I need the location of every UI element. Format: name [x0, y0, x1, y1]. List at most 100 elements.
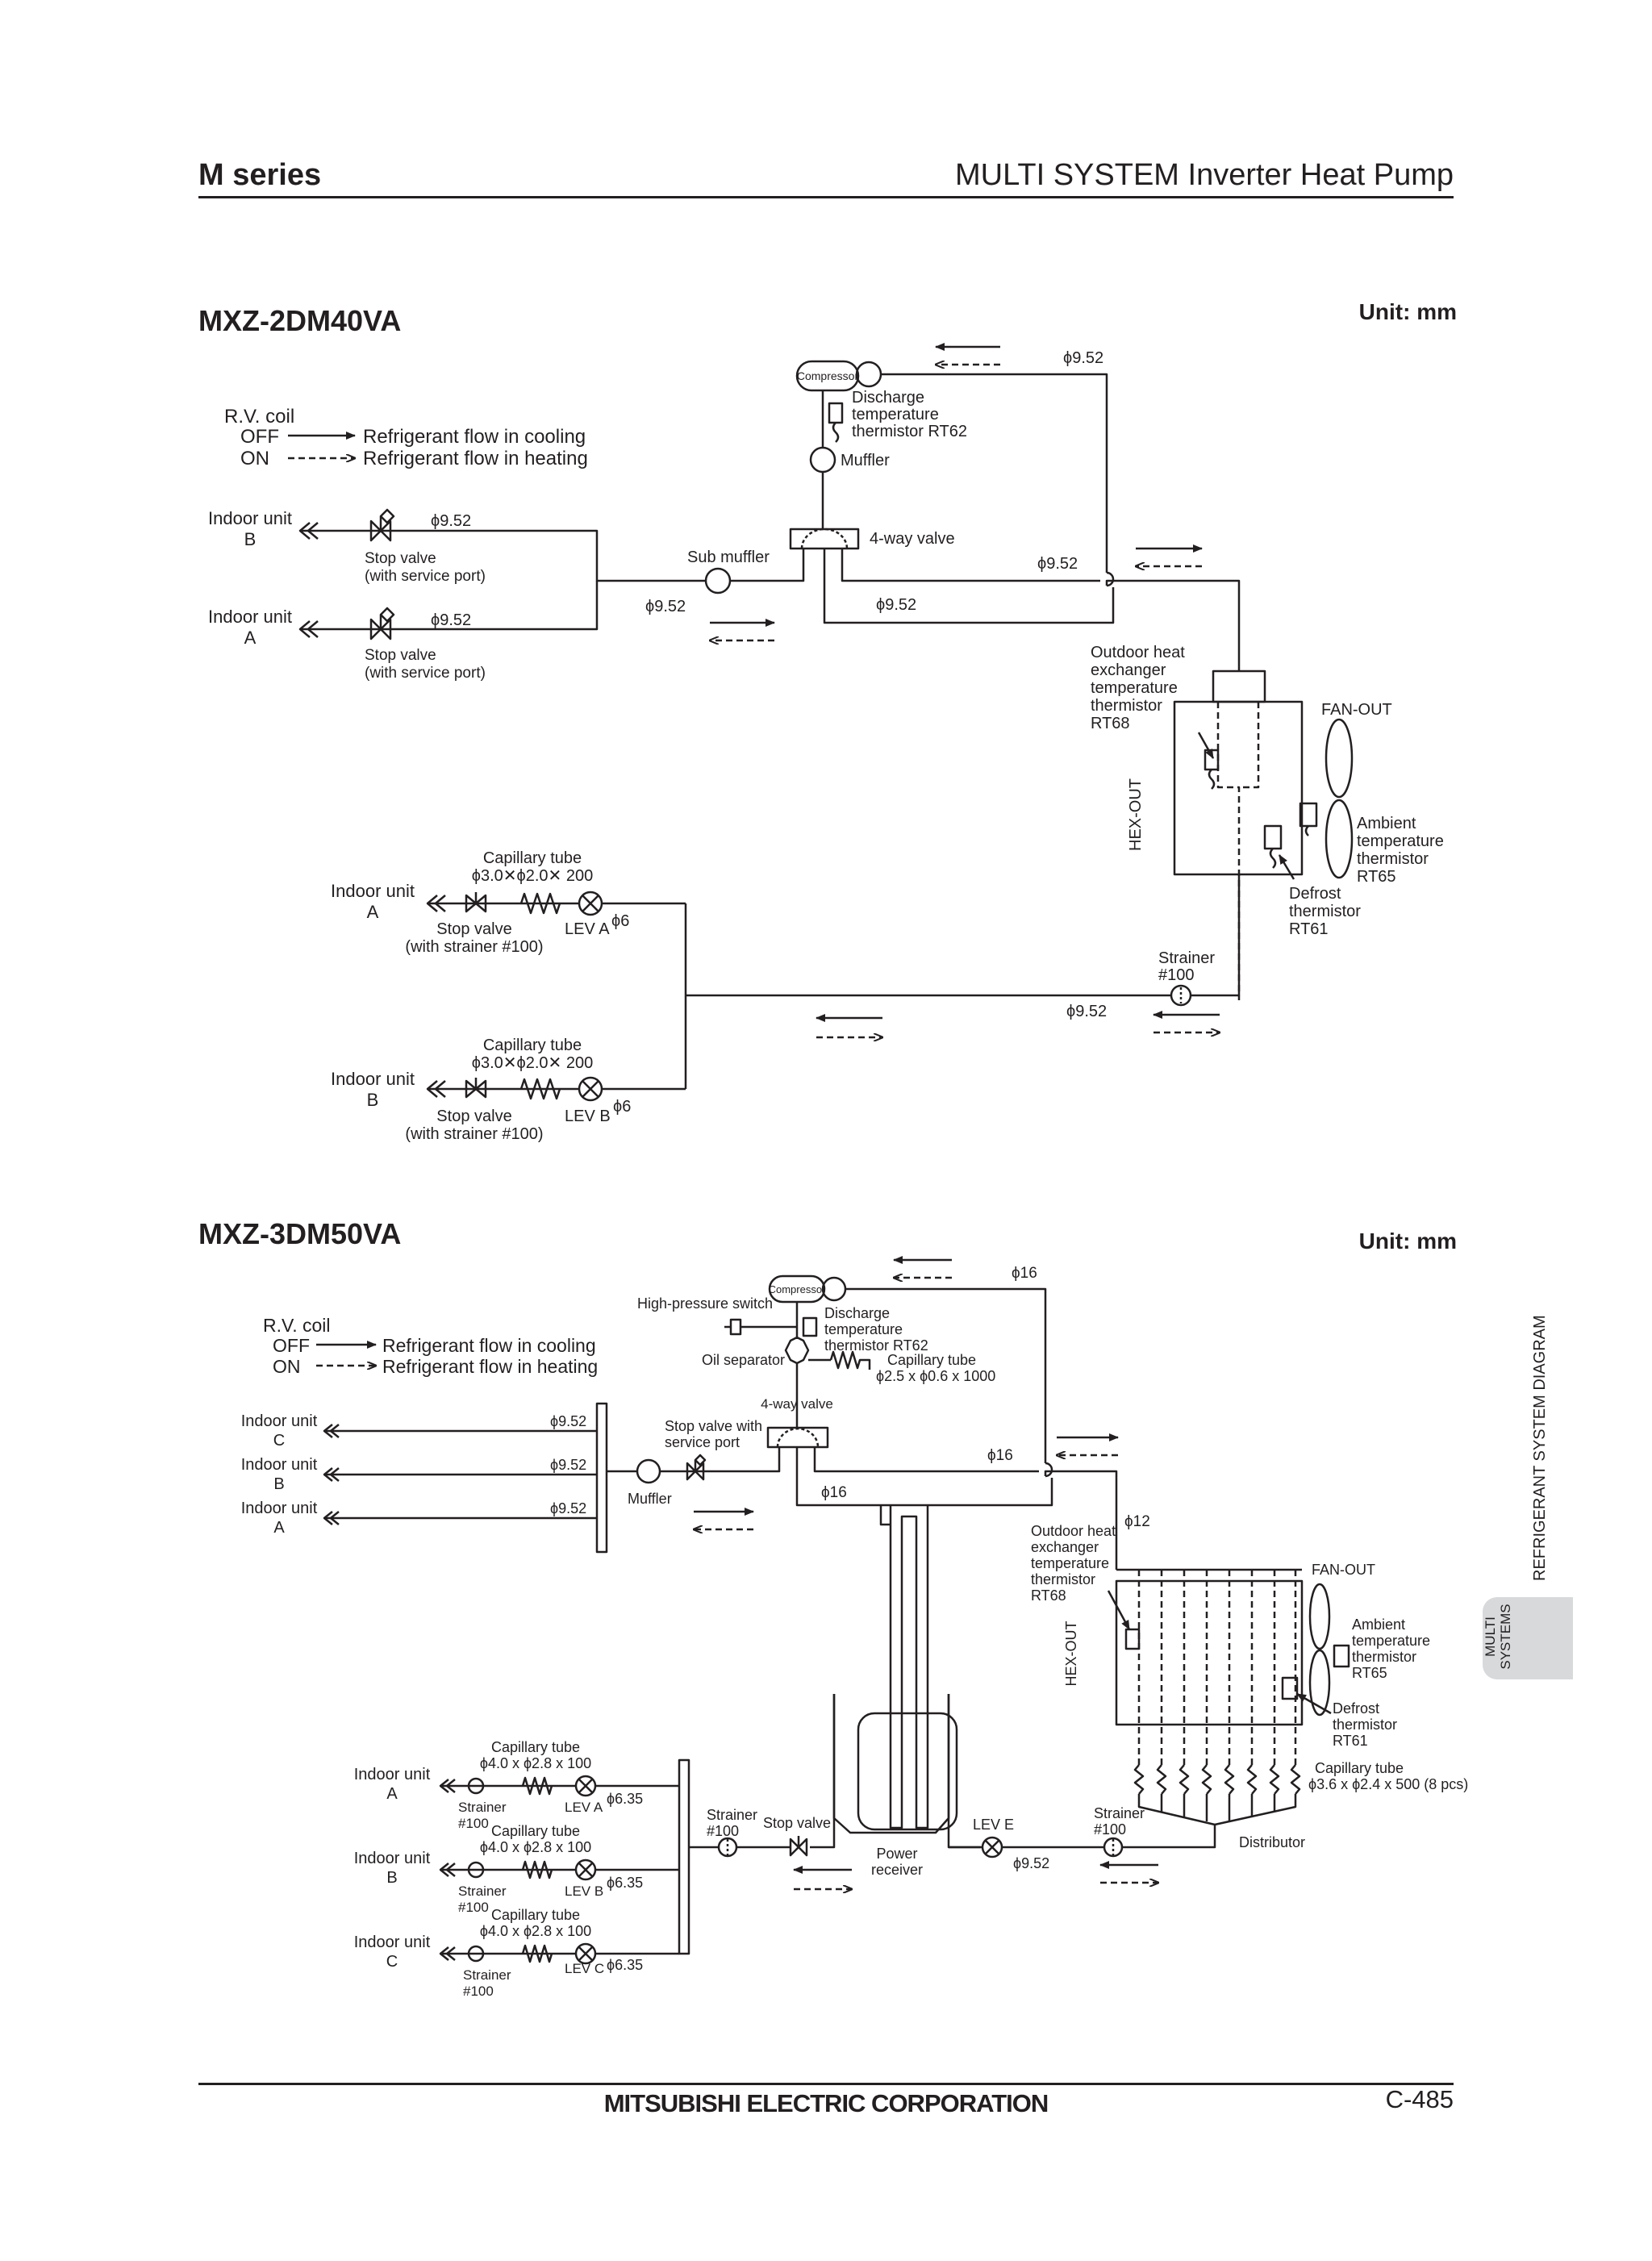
d2-lev-a-label: LEV A	[565, 1800, 603, 1815]
d2-strainer-b-label: Strainer#100	[458, 1883, 507, 1915]
d2-compressor-label: Compressor	[769, 1283, 826, 1295]
footer-company: MITSUBISHI ELECTRIC CORPORATION	[603, 2089, 1049, 2117]
d1-4way-slider	[800, 528, 849, 549]
d1-ambient-lead	[1304, 825, 1309, 836]
d2-ambient-thermistor	[1333, 1644, 1350, 1668]
d2-lev-c-cross	[578, 1946, 593, 1961]
d2-defrost-thermistor	[1281, 1676, 1299, 1700]
d1-4way-left-port	[729, 549, 805, 582]
d1-lev-b-cross	[582, 1080, 599, 1098]
d1-compressor: Compressor	[795, 360, 882, 392]
header-divider	[198, 196, 1454, 198]
d1-fan-blade-bottom	[1325, 799, 1354, 879]
d1-hex-coil-2	[1239, 702, 1260, 789]
d2-stop-valve-service	[686, 1454, 707, 1481]
d2-muffler-label: Muffler	[628, 1491, 672, 1507]
d2-lev-e-label: LEV E	[973, 1817, 1014, 1833]
d2-strainer-a-label: Strainer#100	[458, 1800, 507, 1831]
d1-dim-hex-top: ϕ9.52	[1037, 555, 1078, 573]
d1-dim-gas-left: ϕ9.52	[645, 598, 686, 615]
d2-compressor: Compressor	[769, 1274, 847, 1304]
d2-unit: Unit: mm	[1359, 1229, 1457, 1254]
d1-4way-body	[789, 528, 860, 550]
d2-strainer-mid	[717, 1837, 738, 1858]
d2-hex-tubes	[1137, 1570, 1297, 1765]
d1-dim-liquid: ϕ9.52	[1066, 1003, 1107, 1020]
d2-lev-c-label: LEV C	[565, 1961, 604, 1976]
d2-lev-a-cross	[578, 1779, 593, 1793]
d2-strainer-mid-label: Strainer#100	[707, 1807, 757, 1839]
d2-dim-lev-b: ϕ6.35	[607, 1875, 643, 1891]
d1-crossover	[1106, 571, 1115, 587]
d1-4way-right-port	[841, 549, 1100, 582]
d2-flow-heating-label: Refrigerant flow in heating	[382, 1356, 598, 1377]
compressor-dome	[855, 361, 882, 388]
d2-dim-lev-a: ϕ6.35	[607, 1791, 643, 1807]
d1-hex-coil	[1216, 702, 1241, 1000]
d1-defrost-thermistor	[1263, 824, 1283, 850]
d2-oil-capillary	[829, 1350, 871, 1370]
d1-liquid-b-stop-valve	[465, 1078, 487, 1099]
d1-dim-lev-b: ϕ6	[613, 1098, 631, 1116]
d2-liquid-header	[678, 1758, 690, 1955]
diagram-2: MXZ-3DM50VA Unit: mm R.V. coil OFF ON Re…	[198, 1217, 1468, 1999]
page-number: C-485	[1385, 2085, 1454, 2113]
d1-lev-a-label: LEV A	[565, 920, 610, 938]
d1-gas-header-a	[387, 581, 599, 631]
compressor-label: Compressor	[797, 369, 859, 382]
d2-stop-valve-liquid	[789, 1836, 808, 1857]
d2-hex-body	[1115, 1579, 1304, 1726]
d1-sub-muffler-label: Sub muffler	[687, 549, 770, 566]
d1-hex-header	[1212, 670, 1266, 703]
d2-4way-slider	[776, 1427, 820, 1448]
d2-hex-thermistor	[1124, 1628, 1141, 1650]
d1-dim-b: ϕ9.52	[431, 512, 471, 530]
flow-cooling-label: Refrigerant flow in cooling	[363, 426, 586, 448]
d2-fan-blade-top	[1308, 1583, 1331, 1650]
d2-dim-hex-top: ϕ16	[987, 1447, 1013, 1464]
d2-lev-b-cross	[578, 1863, 593, 1877]
d2-off-label: OFF	[273, 1335, 310, 1356]
d2-fan-out-label: FAN-OUT	[1312, 1562, 1375, 1578]
d1-discharge-pipe	[881, 373, 1108, 573]
d1-dim-4way-bottom: ϕ9.52	[876, 596, 916, 614]
off-label: OFF	[240, 426, 279, 448]
d2-discharge-thermistor	[802, 1316, 818, 1337]
d1-stop-valve-b-liquid: Stop valve(with strainer #100)	[405, 1108, 543, 1143]
d1-liquid-b-capillary	[519, 1078, 561, 1100]
d2-4way-label: 4-way valve	[761, 1396, 833, 1412]
d1-discharge-thermistor-lead	[832, 422, 840, 443]
d1-model: MXZ-2DM40VA	[198, 304, 401, 337]
d2-power-receiver	[857, 1712, 958, 1831]
d2-gas-a-dim: ϕ9.52	[550, 1500, 586, 1516]
d2-dim-hex-12: ϕ12	[1124, 1513, 1150, 1530]
d1-fan-out-label: FAN-OUT	[1321, 701, 1392, 719]
flow-heating-label: Refrigerant flow in heating	[363, 448, 588, 469]
d1-hex-thermistor-lead	[1208, 769, 1216, 790]
